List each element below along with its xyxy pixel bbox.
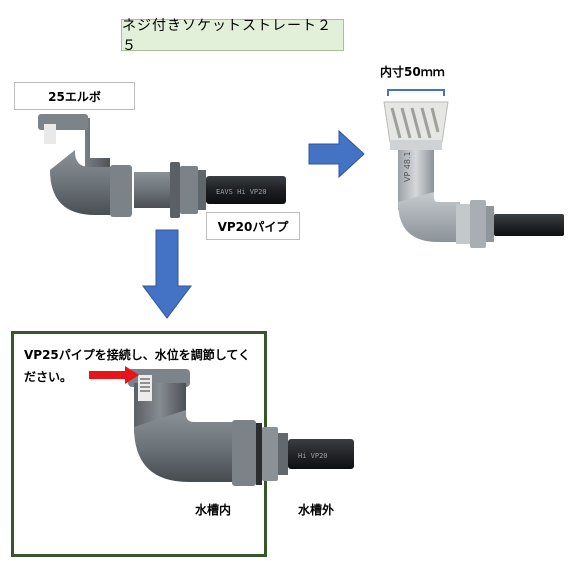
- elbow-socket-photo: EAVS Hi VP20: [38, 114, 286, 218]
- inside-tank-label: 水槽内: [195, 503, 232, 517]
- red-arrow: [89, 366, 139, 384]
- down-arrow: [142, 229, 192, 319]
- outside-tank-label: 水槽外: [298, 503, 335, 517]
- pipe-label: VP20パイプ: [206, 212, 300, 240]
- bottom-pipe-print: Hi VP20: [298, 452, 328, 460]
- installed-elbow-photo: Hi VP20: [128, 369, 354, 486]
- elbow-label: 25エルボ: [14, 82, 135, 110]
- inner-dimension-label: 内寸50ｍｍ: [380, 65, 445, 79]
- page-title: ネジ付きソケットストレート２５: [121, 18, 344, 54]
- assembled-strainer-photo: VP 48.1: [383, 89, 564, 248]
- top-pipe-print: EAVS Hi VP20: [216, 188, 267, 196]
- right-arrow: [308, 130, 365, 178]
- instruction-note: VP25パイプを接続し、水位を調節してください。: [24, 348, 251, 384]
- right-pipe-print: VP 48.1: [403, 151, 412, 182]
